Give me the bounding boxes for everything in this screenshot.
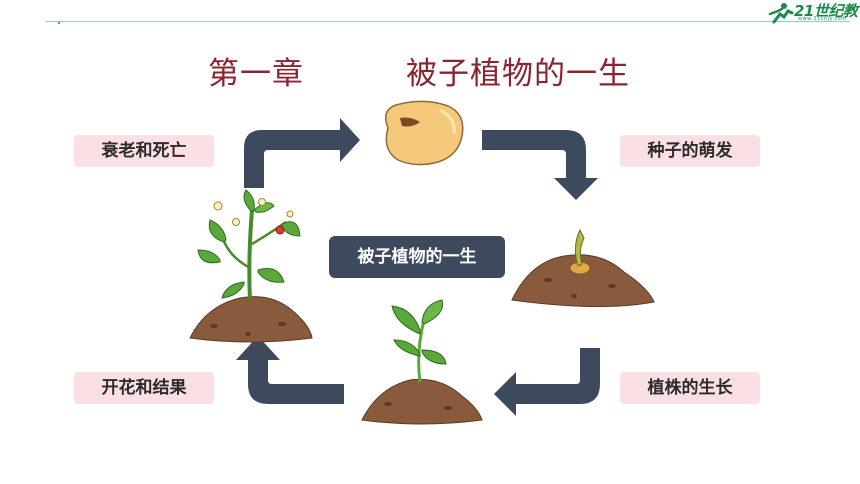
- runner-logo-icon: [768, 3, 794, 24]
- header-rule: [46, 21, 850, 22]
- brand-logo: 21世纪教育 www.21cnjy.com: [768, 2, 860, 24]
- logo-text: 21世纪教育: [794, 2, 860, 20]
- stage-label-growth: 植株的生长: [620, 372, 760, 404]
- seed-icon: [385, 100, 464, 166]
- dot-mark: [58, 22, 60, 24]
- stage-label-flowering: 开花和结果: [74, 372, 214, 404]
- arrow-top-left: [244, 118, 360, 188]
- center-label: 被子植物的一生: [329, 236, 505, 278]
- logo-subtext: www.21cnjy.com: [798, 16, 847, 22]
- arrow-bottom-right: [494, 348, 600, 416]
- topic-title: 被子植物的一生: [406, 56, 630, 92]
- stage-label-germination: 种子的萌发: [620, 135, 760, 167]
- germinating-seed-icon: [511, 228, 655, 308]
- cycle-arrows: [236, 118, 600, 416]
- arrow-top-right: [482, 130, 598, 200]
- chapter-title: 第一章: [208, 56, 304, 92]
- arrow-bottom-left: [236, 336, 344, 404]
- seedling-icon: [361, 299, 483, 425]
- stage-label-aging: 衰老和死亡: [74, 135, 214, 167]
- flowering-plant-icon: [189, 189, 313, 343]
